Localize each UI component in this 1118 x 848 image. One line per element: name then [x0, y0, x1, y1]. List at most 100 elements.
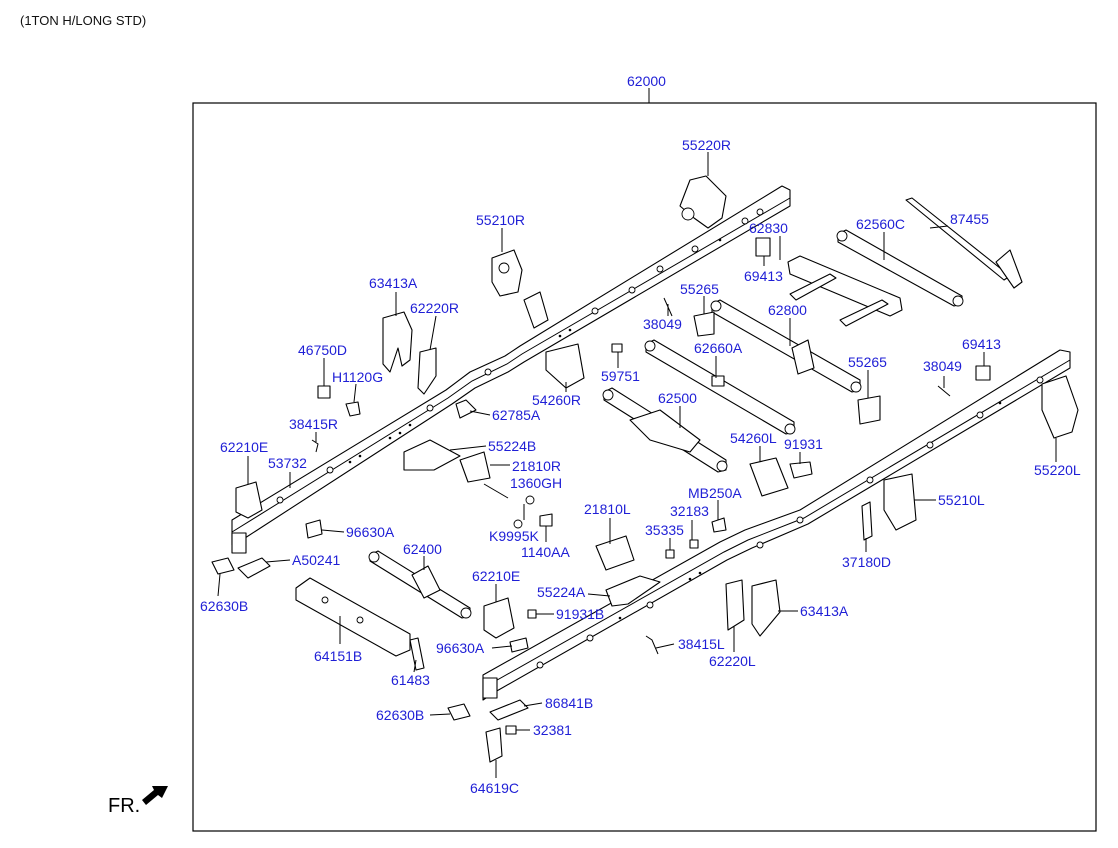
label-96630A-left[interactable]: 96630A — [436, 640, 485, 656]
left-side-rail — [482, 349, 1071, 701]
bracket-54260R — [545, 343, 585, 389]
bolt-1140AA — [539, 513, 553, 527]
clip-46750D — [317, 385, 331, 399]
label-46750D[interactable]: 46750D — [298, 342, 347, 358]
label-96630A-right[interactable]: 96630A — [346, 524, 395, 540]
label-37180D[interactable]: 37180D — [842, 554, 891, 570]
label-91931B[interactable]: 91931B — [556, 606, 604, 622]
label-86841B[interactable]: 86841B — [545, 695, 593, 711]
bracket-62220R — [417, 347, 437, 395]
mount-21810L — [595, 535, 635, 571]
bumper-64151B — [295, 577, 411, 657]
label-69413-right[interactable]: 69413 — [962, 336, 1001, 352]
label-62400[interactable]: 62400 — [403, 541, 442, 557]
cross-member-62830 — [787, 255, 903, 327]
label-H1120G[interactable]: H1120G — [332, 369, 383, 385]
label-1140AA[interactable]: 1140AA — [521, 544, 570, 560]
label-62830[interactable]: 62830 — [749, 220, 788, 236]
clip-MB250A — [711, 517, 727, 533]
label-62800[interactable]: 62800 — [768, 302, 807, 318]
bracket-55224A — [605, 575, 661, 607]
label-55224B[interactable]: 55224B — [488, 438, 536, 454]
clip-38415R — [311, 439, 319, 453]
label-63413A-right[interactable]: 63413A — [369, 275, 418, 291]
clip-59751 — [611, 343, 623, 353]
bracket-54260L — [749, 457, 789, 497]
leader-lines — [217, 152, 1057, 778]
right-side-rail — [231, 185, 791, 554]
bracket-63413A-right — [382, 311, 413, 373]
plate-86841B — [489, 699, 529, 721]
label-35335[interactable]: 35335 — [645, 522, 684, 538]
label-64619C[interactable]: 64619C — [470, 780, 519, 796]
label-MB250A[interactable]: MB250A — [688, 485, 742, 501]
label-32183[interactable]: 32183 — [670, 503, 709, 519]
model-caption: (1TON H/LONG STD) — [20, 13, 147, 28]
label-55265-right[interactable]: 55265 — [848, 354, 887, 370]
bushing-69413-right — [975, 365, 991, 381]
label-91931[interactable]: 91931 — [784, 436, 823, 452]
label-62220L[interactable]: 62220L — [709, 653, 756, 669]
label-64151B[interactable]: 64151B — [314, 648, 362, 664]
label-55220L[interactable]: 55220L — [1034, 462, 1081, 478]
front-arrow-icon — [142, 786, 168, 805]
label-62660A[interactable]: 62660A — [694, 340, 743, 356]
label-54260R[interactable]: 54260R — [532, 392, 581, 408]
label-53732[interactable]: 53732 — [268, 455, 307, 471]
label-87455[interactable]: 87455 — [950, 211, 989, 227]
label-55224A[interactable]: 55224A — [537, 584, 586, 600]
label-63413A-left[interactable]: 63413A — [800, 603, 849, 619]
label-62630B-left[interactable]: 62630B — [200, 598, 248, 614]
label-55265-top[interactable]: 55265 — [680, 281, 719, 297]
label-69413-top[interactable]: 69413 — [744, 268, 783, 284]
label-A50241[interactable]: A50241 — [292, 552, 340, 568]
label-62220R[interactable]: 62220R — [410, 300, 459, 316]
label-62210E-left[interactable]: 62210E — [472, 568, 520, 584]
label-55210R[interactable]: 55210R — [476, 212, 525, 228]
assembly-number[interactable]: 62000 — [627, 73, 666, 89]
clip-38415L — [645, 635, 659, 655]
label-62785A[interactable]: 62785A — [492, 407, 541, 423]
bushing-55265-top — [693, 311, 715, 337]
label-62630B-bottom[interactable]: 62630B — [376, 707, 424, 723]
clip-91931 — [789, 461, 813, 479]
bracket-62220L — [725, 579, 745, 631]
label-59751[interactable]: 59751 — [601, 368, 640, 384]
washer-1360GH — [525, 495, 535, 505]
bracket-64619C — [485, 727, 503, 763]
clip-62785A — [455, 399, 477, 419]
label-62500[interactable]: 62500 — [658, 390, 697, 406]
label-1360GH[interactable]: 1360GH — [510, 475, 562, 491]
label-62560C[interactable]: 62560C — [856, 216, 905, 232]
plate-62630B-bottom — [447, 703, 471, 721]
label-38415R[interactable]: 38415R — [289, 416, 338, 432]
label-21810L[interactable]: 21810L — [584, 501, 631, 517]
label-38049-right[interactable]: 38049 — [923, 358, 962, 374]
label-62210E-right[interactable]: 62210E — [220, 439, 268, 455]
label-21810R[interactable]: 21810R — [512, 458, 561, 474]
front-direction-label: FR. — [108, 795, 140, 817]
label-54260L[interactable]: 54260L — [730, 430, 777, 446]
mount-21810R — [459, 451, 491, 483]
label-32381[interactable]: 32381 — [533, 722, 572, 738]
cross-member-62660A — [644, 339, 796, 435]
label-38415L[interactable]: 38415L — [678, 636, 725, 652]
label-55210L[interactable]: 55210L — [938, 492, 985, 508]
clip-32183 — [689, 539, 699, 549]
bushing-69413-top — [755, 237, 771, 257]
pin-38049-right — [937, 385, 951, 397]
label-K9995K[interactable]: K9995K — [489, 528, 539, 544]
bushing-55265-right — [857, 395, 881, 425]
clip-35335 — [665, 549, 675, 559]
label-55220R[interactable]: 55220R — [682, 137, 731, 153]
cross-member-62500 — [602, 387, 728, 473]
plate-62630B-left — [211, 557, 235, 575]
label-61483[interactable]: 61483 — [391, 672, 430, 688]
nut-K9995K — [513, 519, 523, 529]
bracket-55224B — [403, 439, 461, 471]
bracket-62210E-right — [235, 481, 263, 519]
bracket-62210E-left — [483, 597, 515, 639]
label-38049-top[interactable]: 38049 — [643, 316, 682, 332]
cross-member-62400 — [368, 550, 472, 619]
